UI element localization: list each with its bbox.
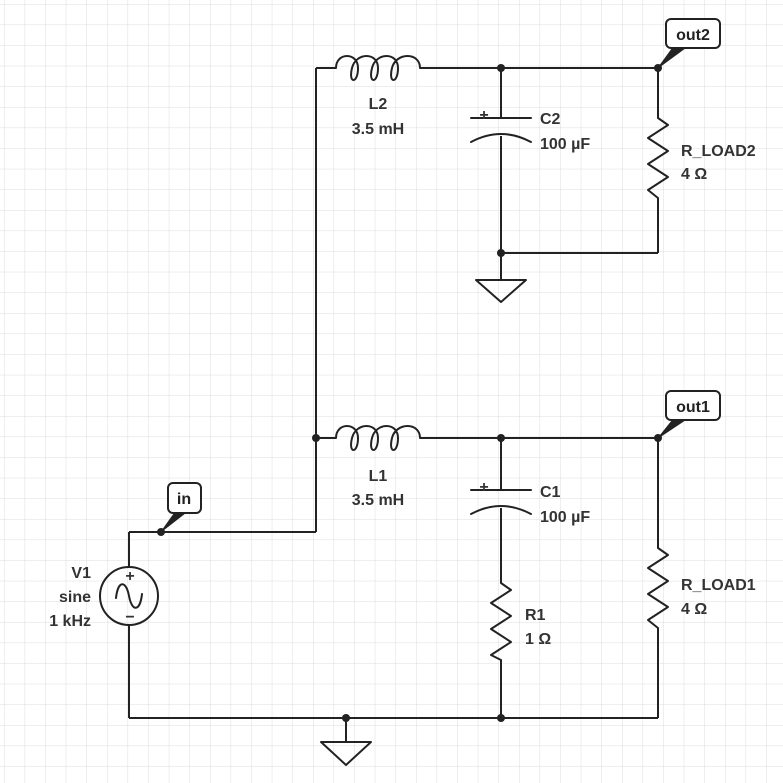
- net-tag-label: out1: [676, 399, 710, 416]
- resistor-rload1-symbol: [647, 547, 669, 629]
- inductor-l1[interactable]: L1 3.5 mH: [335, 425, 421, 509]
- resistor-rload2[interactable]: R_LOAD2 4 Ω: [647, 117, 756, 199]
- voltage-source-type: sine: [59, 589, 91, 606]
- sine-wave-icon: [115, 583, 143, 609]
- capacitor-c1-plus: +: [479, 479, 488, 496]
- resistor-r1[interactable]: R1 1 Ω: [490, 582, 551, 661]
- junction-dot: [497, 249, 505, 257]
- capacitor-c2-plus: +: [479, 107, 488, 124]
- net-tag-out2[interactable]: out2: [656, 18, 721, 70]
- capacitor-c2-curved-plate: [470, 133, 532, 143]
- resistor-rload1-value: 4 Ω: [681, 601, 707, 618]
- inductor-l1-name: L1: [369, 468, 388, 485]
- resistor-r1-symbol: [490, 582, 512, 661]
- ground-icon: [475, 279, 527, 303]
- net-tag-box: [665, 18, 721, 49]
- capacitor-c2-value: 100 µF: [540, 136, 590, 153]
- junction-dot: [497, 434, 505, 442]
- voltage-source-minus: −: [125, 609, 134, 626]
- inductor-l2-value: 3.5 mH: [352, 121, 404, 138]
- inductor-l2[interactable]: L2 3.5 mH: [335, 55, 421, 138]
- resistor-rload2-value: 4 Ω: [681, 166, 707, 183]
- junction-dot: [342, 714, 350, 722]
- inductor-l1-value: 3.5 mH: [352, 492, 404, 509]
- resistor-r1-name: R1: [525, 607, 546, 624]
- capacitor-c2[interactable]: + C2 100 µF: [470, 107, 590, 153]
- capacitor-c1-value: 100 µF: [540, 509, 590, 526]
- net-tag-label: out2: [676, 27, 710, 44]
- net-tag-label: in: [177, 491, 191, 508]
- net-tag-pointer: [656, 420, 686, 440]
- resistor-rload2-symbol: [647, 117, 669, 199]
- voltage-source-plus: +: [125, 568, 134, 585]
- voltage-source-name: V1: [71, 565, 91, 582]
- ground-icon: [320, 741, 372, 766]
- resistor-rload1-name: R_LOAD1: [681, 577, 756, 594]
- inductor-l1-symbol: [335, 425, 421, 451]
- wires: [128, 67, 659, 742]
- net-tag-pointer: [159, 513, 186, 534]
- net-tag-box: [167, 482, 202, 514]
- junction-dot: [312, 434, 320, 442]
- junction-dot: [497, 714, 505, 722]
- resistor-rload2-name: R_LOAD2: [681, 143, 756, 160]
- inductor-l2-name: L2: [369, 96, 388, 113]
- inductor-l2-symbol: [335, 55, 421, 81]
- resistor-rload1[interactable]: R_LOAD1 4 Ω: [647, 547, 756, 629]
- net-tag-out1[interactable]: out1: [656, 390, 721, 440]
- net-tag-box: [665, 390, 721, 421]
- voltage-source-circle: [99, 566, 159, 626]
- net-tag-pointer: [656, 48, 686, 70]
- capacitor-c2-name: C2: [540, 111, 561, 128]
- capacitor-c1-curved-plate: [470, 505, 532, 515]
- resistor-r1-value: 1 Ω: [525, 631, 551, 648]
- voltage-source-v1[interactable]: + − V1 sine 1 kHz: [49, 565, 159, 630]
- voltage-source-frequency: 1 kHz: [49, 613, 91, 630]
- net-tag-in[interactable]: in: [159, 482, 202, 534]
- capacitor-c1-name: C1: [540, 484, 561, 501]
- capacitor-c1[interactable]: + C1 100 µF: [470, 479, 590, 526]
- junction-dot: [497, 64, 505, 72]
